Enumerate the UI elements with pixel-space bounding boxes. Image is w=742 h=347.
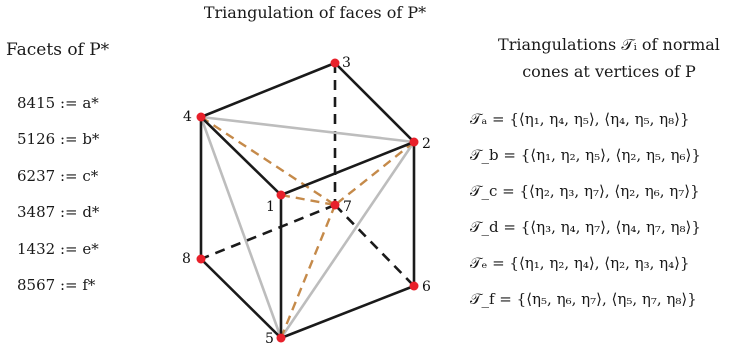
orange-diagonal-1-7 [280,193,336,207]
facet-definition: 5126 := b* [17,130,100,148]
facet-definition: 8567 := f* [17,276,96,294]
vertex-6 [409,281,419,291]
facets-title: Facets of P* [6,40,110,60]
gray-diagonal-4-5 [199,116,283,339]
edge-8-5 [200,258,282,339]
vertex-label-1: 1 [266,199,275,215]
orange-diagonal-4-7 [200,115,336,207]
vertex-8 [196,254,206,264]
edge-3-2 [334,62,415,143]
vertex-label-6: 6 [422,279,431,295]
vertex-label-5: 5 [265,331,274,347]
vertex-label-2: 2 [422,136,431,152]
triangulation-row: 𝒯ₑ = {⟨η₁, η₂, η₄⟩, ⟨η₂, η₃, η₄⟩} [470,254,690,272]
vertex-label-4: 4 [183,109,192,125]
triangulations-title-line1: Triangulations 𝒯ᵢ of normal [498,35,720,54]
triangulation-row: 𝒯_b = {⟨η₁, η₂, η₅⟩, ⟨η₂, η₅, η₆⟩} [470,146,701,164]
triangulation-row: 𝒯_c = {⟨η₂, η₃, η₇⟩, ⟨η₂, η₆, η₇⟩} [470,182,700,200]
orange-diagonal-2-7 [334,141,415,206]
triangulation-row: 𝒯_f = {⟨η₅, η₆, η₇⟩, ⟨η₅, η₇, η₈⟩} [470,290,697,308]
edge-5-6 [280,284,415,340]
vertex-label-8: 8 [182,251,191,267]
vertex-label-7: 7 [343,199,352,215]
vertex-3 [330,58,340,68]
diagram-title: Triangulation of faces of P* [203,3,427,22]
edge-1-2 [280,140,415,197]
triangulations-title-line2: cones at vertices of P [522,62,696,81]
vertex-7 [330,200,340,210]
edge-4-1 [200,116,282,196]
triangulation-row: 𝒯_d = {⟨η₃, η₄, η₇⟩, ⟨η₄, η₇, η₈⟩} [470,218,701,236]
gray-diagonal-5-2 [279,141,416,339]
facet-definition: 6237 := c* [17,167,99,185]
facet-definition: 8415 := a* [17,94,99,112]
vertex-label-3: 3 [342,55,351,71]
vertex-2 [409,137,419,147]
hidden-edge-7-8 [200,203,336,261]
gray-diagonal-4-2 [200,115,415,144]
hidden-edge-7-6 [334,204,415,287]
facet-definition: 1432 := e* [17,240,99,258]
orange-diagonal-5-7 [279,204,337,339]
vertex-4 [196,112,206,122]
vertex-5 [276,333,286,343]
vertex-1 [276,190,286,200]
facet-definition: 3487 := d* [17,203,100,221]
triangulation-row: 𝒯ₐ = {⟨η₁, η₄, η₅⟩, ⟨η₄, η₅, η₈⟩} [470,110,690,128]
triangulations-title: Triangulations 𝒯ᵢ of normal cones at ver… [476,31,742,85]
edge-4-3 [200,61,336,119]
